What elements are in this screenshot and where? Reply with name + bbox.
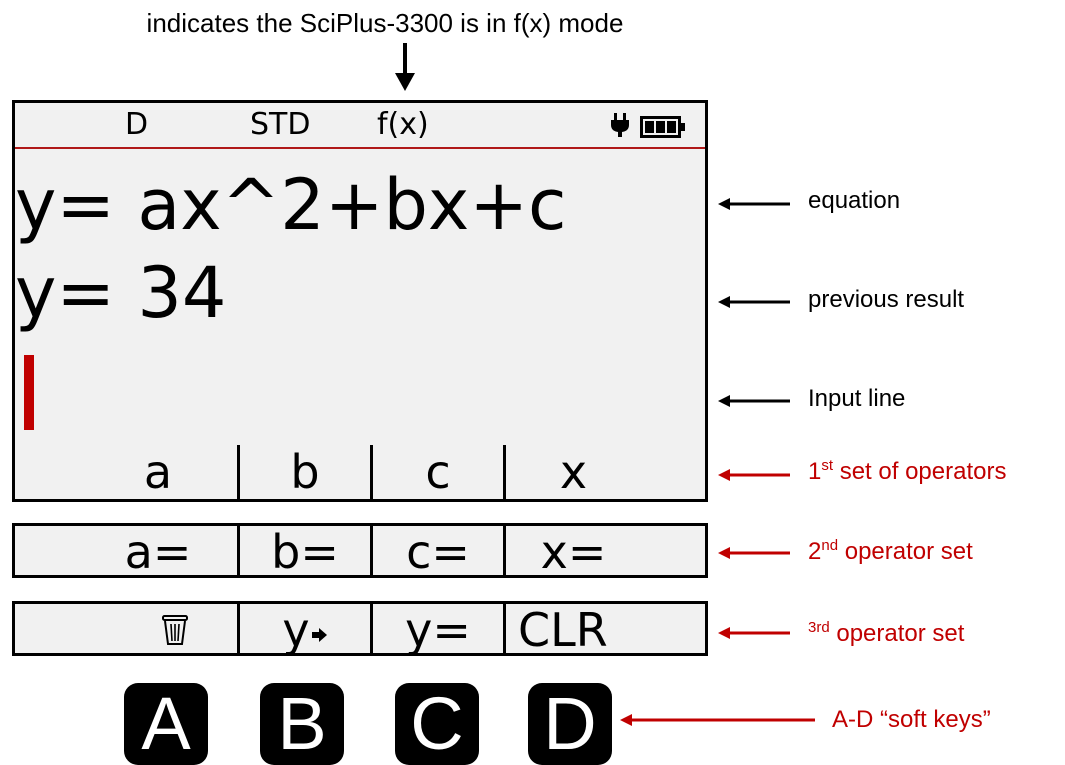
softkey-arrow-icon: [620, 714, 815, 726]
delete-key[interactable]: [15, 604, 237, 653]
previous-result-label: previous result: [808, 286, 965, 313]
input-line-label: Input line: [808, 385, 906, 412]
operator-key-x[interactable]: x: [503, 445, 705, 499]
operator-set-2-label: 2nd operator set: [808, 537, 973, 565]
operator-key-x-equals[interactable]: x=: [503, 526, 705, 578]
clear-key[interactable]: CLR: [503, 604, 705, 656]
input-arrow-icon: [718, 395, 790, 407]
store-y-key[interactable]: y: [237, 603, 370, 657]
plug-icon: [611, 113, 629, 137]
operator-key-y-equals[interactable]: y=: [370, 604, 503, 656]
soft-key-d[interactable]: D: [528, 683, 612, 765]
status-bar: D STD f(x): [15, 103, 705, 149]
soft-keys-label: A-D “soft keys”: [832, 706, 991, 733]
operator-key-a[interactable]: a: [143, 445, 173, 499]
previous-result-line: y= 34: [15, 252, 227, 334]
equation-line: y= ax^2+bx+c: [15, 164, 567, 246]
battery-icon: [640, 116, 685, 138]
operator-key-b[interactable]: b: [237, 445, 370, 499]
calculator-screen: D STD f(x) y= ax^2+bx+c y= 34: [12, 100, 708, 500]
result-arrow-icon: [718, 296, 790, 308]
equation-label: equation: [808, 187, 901, 214]
equation-arrow-icon: [718, 198, 790, 210]
trash-icon: [162, 615, 188, 645]
angle-unit-indicator: D: [125, 107, 149, 142]
operator-set-1: a b c x: [12, 445, 708, 502]
mode-caption: indicates the SciPlus-3300 is in f(x) mo…: [146, 8, 624, 38]
operator-set-1-label: 1st set of operators: [808, 457, 1007, 485]
soft-key-c[interactable]: C: [395, 683, 479, 765]
operator-set-2: a= b= c= x=: [12, 523, 708, 578]
arrow-right-icon: [311, 628, 327, 642]
store-y-label: y: [282, 603, 310, 657]
op3-arrow-icon: [718, 627, 790, 639]
operator-key-c[interactable]: c: [370, 445, 503, 499]
op2-arrow-icon: [718, 547, 790, 559]
mode-indicator: f(x): [377, 107, 429, 142]
operator-set-3: y y= CLR: [12, 601, 708, 656]
soft-key-a[interactable]: A: [124, 683, 208, 765]
operator-key-a-equals[interactable]: a=: [124, 525, 192, 579]
soft-key-b[interactable]: B: [260, 683, 344, 765]
op1-arrow-icon: [718, 469, 790, 481]
operator-key-c-equals[interactable]: c=: [370, 526, 503, 578]
operator-key-b-equals[interactable]: b=: [237, 526, 370, 578]
operator-set-3-label: 3rd operator set: [808, 619, 965, 647]
input-cursor[interactable]: [24, 355, 34, 430]
display-format-indicator: STD: [250, 107, 311, 142]
down-arrow-icon: [395, 43, 415, 91]
